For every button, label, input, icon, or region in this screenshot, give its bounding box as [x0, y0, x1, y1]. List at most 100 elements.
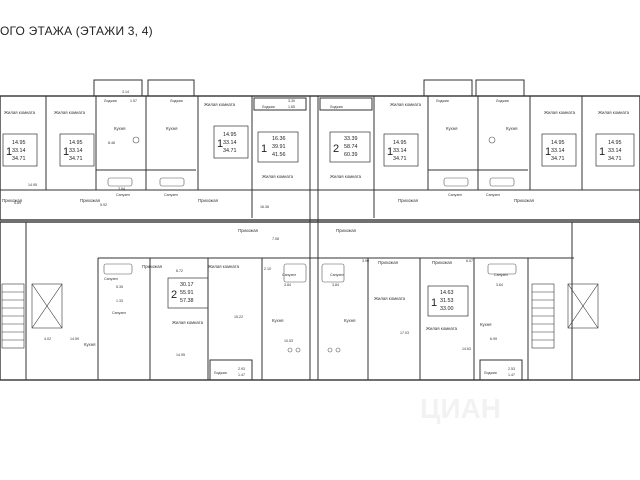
- plan-label: 2.53: [508, 367, 515, 371]
- plan-label: Лоджия: [214, 371, 227, 375]
- plan-label: 34.71: [551, 156, 565, 162]
- plan-label: 1.47: [238, 373, 245, 377]
- plan-label: 14.95: [69, 140, 83, 146]
- plan-label: 15.22: [234, 315, 243, 319]
- plan-label: 41.56: [272, 152, 286, 158]
- plan-label: Жилая комната: [208, 264, 240, 269]
- plan-label: Жилая комната: [426, 326, 458, 331]
- plan-label: Кухня: [166, 126, 178, 131]
- plan-label: Кухня: [480, 322, 492, 327]
- plan-label: 34.71: [608, 156, 622, 162]
- plan-label: Санузел: [112, 311, 126, 315]
- room-names: Жилая комната Жилая комната Жилая комнат…: [2, 99, 630, 375]
- plan-label: Прихожая: [198, 198, 219, 203]
- plan-label: 33.14: [12, 148, 26, 154]
- plan-label: Санузел: [330, 273, 344, 277]
- plan-label: Лоджия: [170, 99, 183, 103]
- plan-label: 33.39: [344, 136, 358, 142]
- plan-label: 16.36: [260, 205, 269, 209]
- plan-label: Жилая комната: [390, 102, 422, 107]
- plan-label: Жилая комната: [598, 110, 630, 115]
- plan-label: Санузел: [448, 193, 462, 197]
- stair-right: [531, 283, 599, 349]
- plan-label: 34.71: [393, 156, 407, 162]
- plan-label: 5.35: [116, 285, 123, 289]
- apt-9-rooms: 2: [171, 289, 177, 301]
- plan-label: Лоджия: [436, 99, 449, 103]
- plan-label: 6.99: [490, 337, 497, 341]
- plan-label: Прихожая: [432, 260, 453, 265]
- apt-1-rooms: 1: [6, 146, 12, 158]
- apt-8-rooms: 1: [599, 146, 605, 158]
- plan-label: Кухня: [114, 126, 126, 131]
- plan-label: Жилая комната: [54, 110, 86, 115]
- plan-label: 14.63: [462, 347, 471, 351]
- plan-label: Лоджия: [484, 371, 497, 375]
- plan-label: 14.95: [223, 132, 237, 138]
- plan-label: Прихожая: [336, 228, 357, 233]
- apt-2-rooms: 1: [63, 146, 69, 158]
- plan-label: 33.14: [393, 148, 407, 154]
- plan-label: 1.65: [288, 105, 295, 109]
- apartment-rooms: 1 1 1 1 2 1 1 1 2 1: [6, 138, 605, 309]
- plan-label: Кухня: [344, 318, 356, 323]
- plan-label: 31.53: [440, 298, 454, 304]
- plan-label: 10.53: [284, 339, 293, 343]
- plan-label: Лоджия: [104, 99, 117, 103]
- plan-label: 14.95: [608, 140, 622, 146]
- plan-label: Санузел: [494, 273, 508, 277]
- plan-label: 3.30: [288, 99, 295, 103]
- plan-label: 5.92: [100, 203, 107, 207]
- plan-label: 1.47: [508, 373, 515, 377]
- plan-label: 14.95: [12, 140, 26, 146]
- room-areas: 14.95 8.46 3.84 5.89 5.92 3.14 1.57 3.30…: [14, 90, 515, 377]
- plan-label: Жилая комната: [4, 110, 36, 115]
- plan-label: Прихожая: [142, 264, 163, 269]
- plan-label: 3.64: [496, 283, 503, 287]
- plan-label: Кухня: [272, 318, 284, 323]
- plan-label: 33.14: [551, 148, 565, 154]
- plan-label: 58.74: [344, 144, 358, 150]
- plan-label: 34.71: [69, 156, 83, 162]
- apt-4-rooms: 1: [261, 143, 267, 155]
- plan-label: 14.95: [176, 353, 185, 357]
- plan-label: Кухня: [506, 126, 518, 131]
- plan-label: 2.10: [264, 267, 271, 271]
- plan-label: 14.63: [440, 290, 454, 296]
- fixtures: [103, 136, 517, 353]
- plan-label: Санузел: [486, 193, 500, 197]
- plan-label: Кухня: [84, 342, 96, 347]
- plan-label: Жилая комната: [544, 110, 576, 115]
- plan-label: 34.71: [12, 156, 26, 162]
- plan-label: 1.33: [116, 299, 123, 303]
- plan-label: 14.95: [551, 140, 565, 146]
- stair-left: [1, 283, 63, 349]
- apt-3-rooms: 1: [217, 138, 223, 150]
- plan-label: 6.72: [176, 269, 183, 273]
- plan-label: 3.14: [122, 90, 129, 94]
- plan-label: 6.07: [466, 259, 473, 263]
- plan-label: 33.14: [223, 140, 237, 146]
- plan-label: Лоджия: [330, 105, 343, 109]
- apt-10-rooms: 1: [431, 297, 437, 309]
- plan-label: 3.84: [284, 283, 291, 287]
- plan-label: Жилая комната: [172, 320, 204, 325]
- plan-label: 16.36: [272, 136, 286, 142]
- plan-label: 3.84: [332, 283, 339, 287]
- plan-label: Санузел: [104, 277, 118, 281]
- apt-5-rooms: 2: [333, 143, 339, 155]
- apt-6-rooms: 1: [387, 146, 393, 158]
- plan-label: 33.00: [440, 306, 454, 312]
- plan-label: 5.89: [14, 201, 21, 205]
- plan-label: Санузел: [116, 193, 130, 197]
- plan-label: 3.90: [362, 259, 369, 263]
- plan-label: Жилая комната: [374, 296, 406, 301]
- plan-label: 33.14: [608, 148, 622, 154]
- plan-label: 2.93: [238, 367, 245, 371]
- plan-label: 4.02: [44, 337, 51, 341]
- plan-label: Прихожая: [238, 228, 259, 233]
- plan-label: 34.71: [223, 148, 237, 154]
- plan-label: 33.14: [69, 148, 83, 154]
- watermark: ЦИАН: [420, 393, 501, 424]
